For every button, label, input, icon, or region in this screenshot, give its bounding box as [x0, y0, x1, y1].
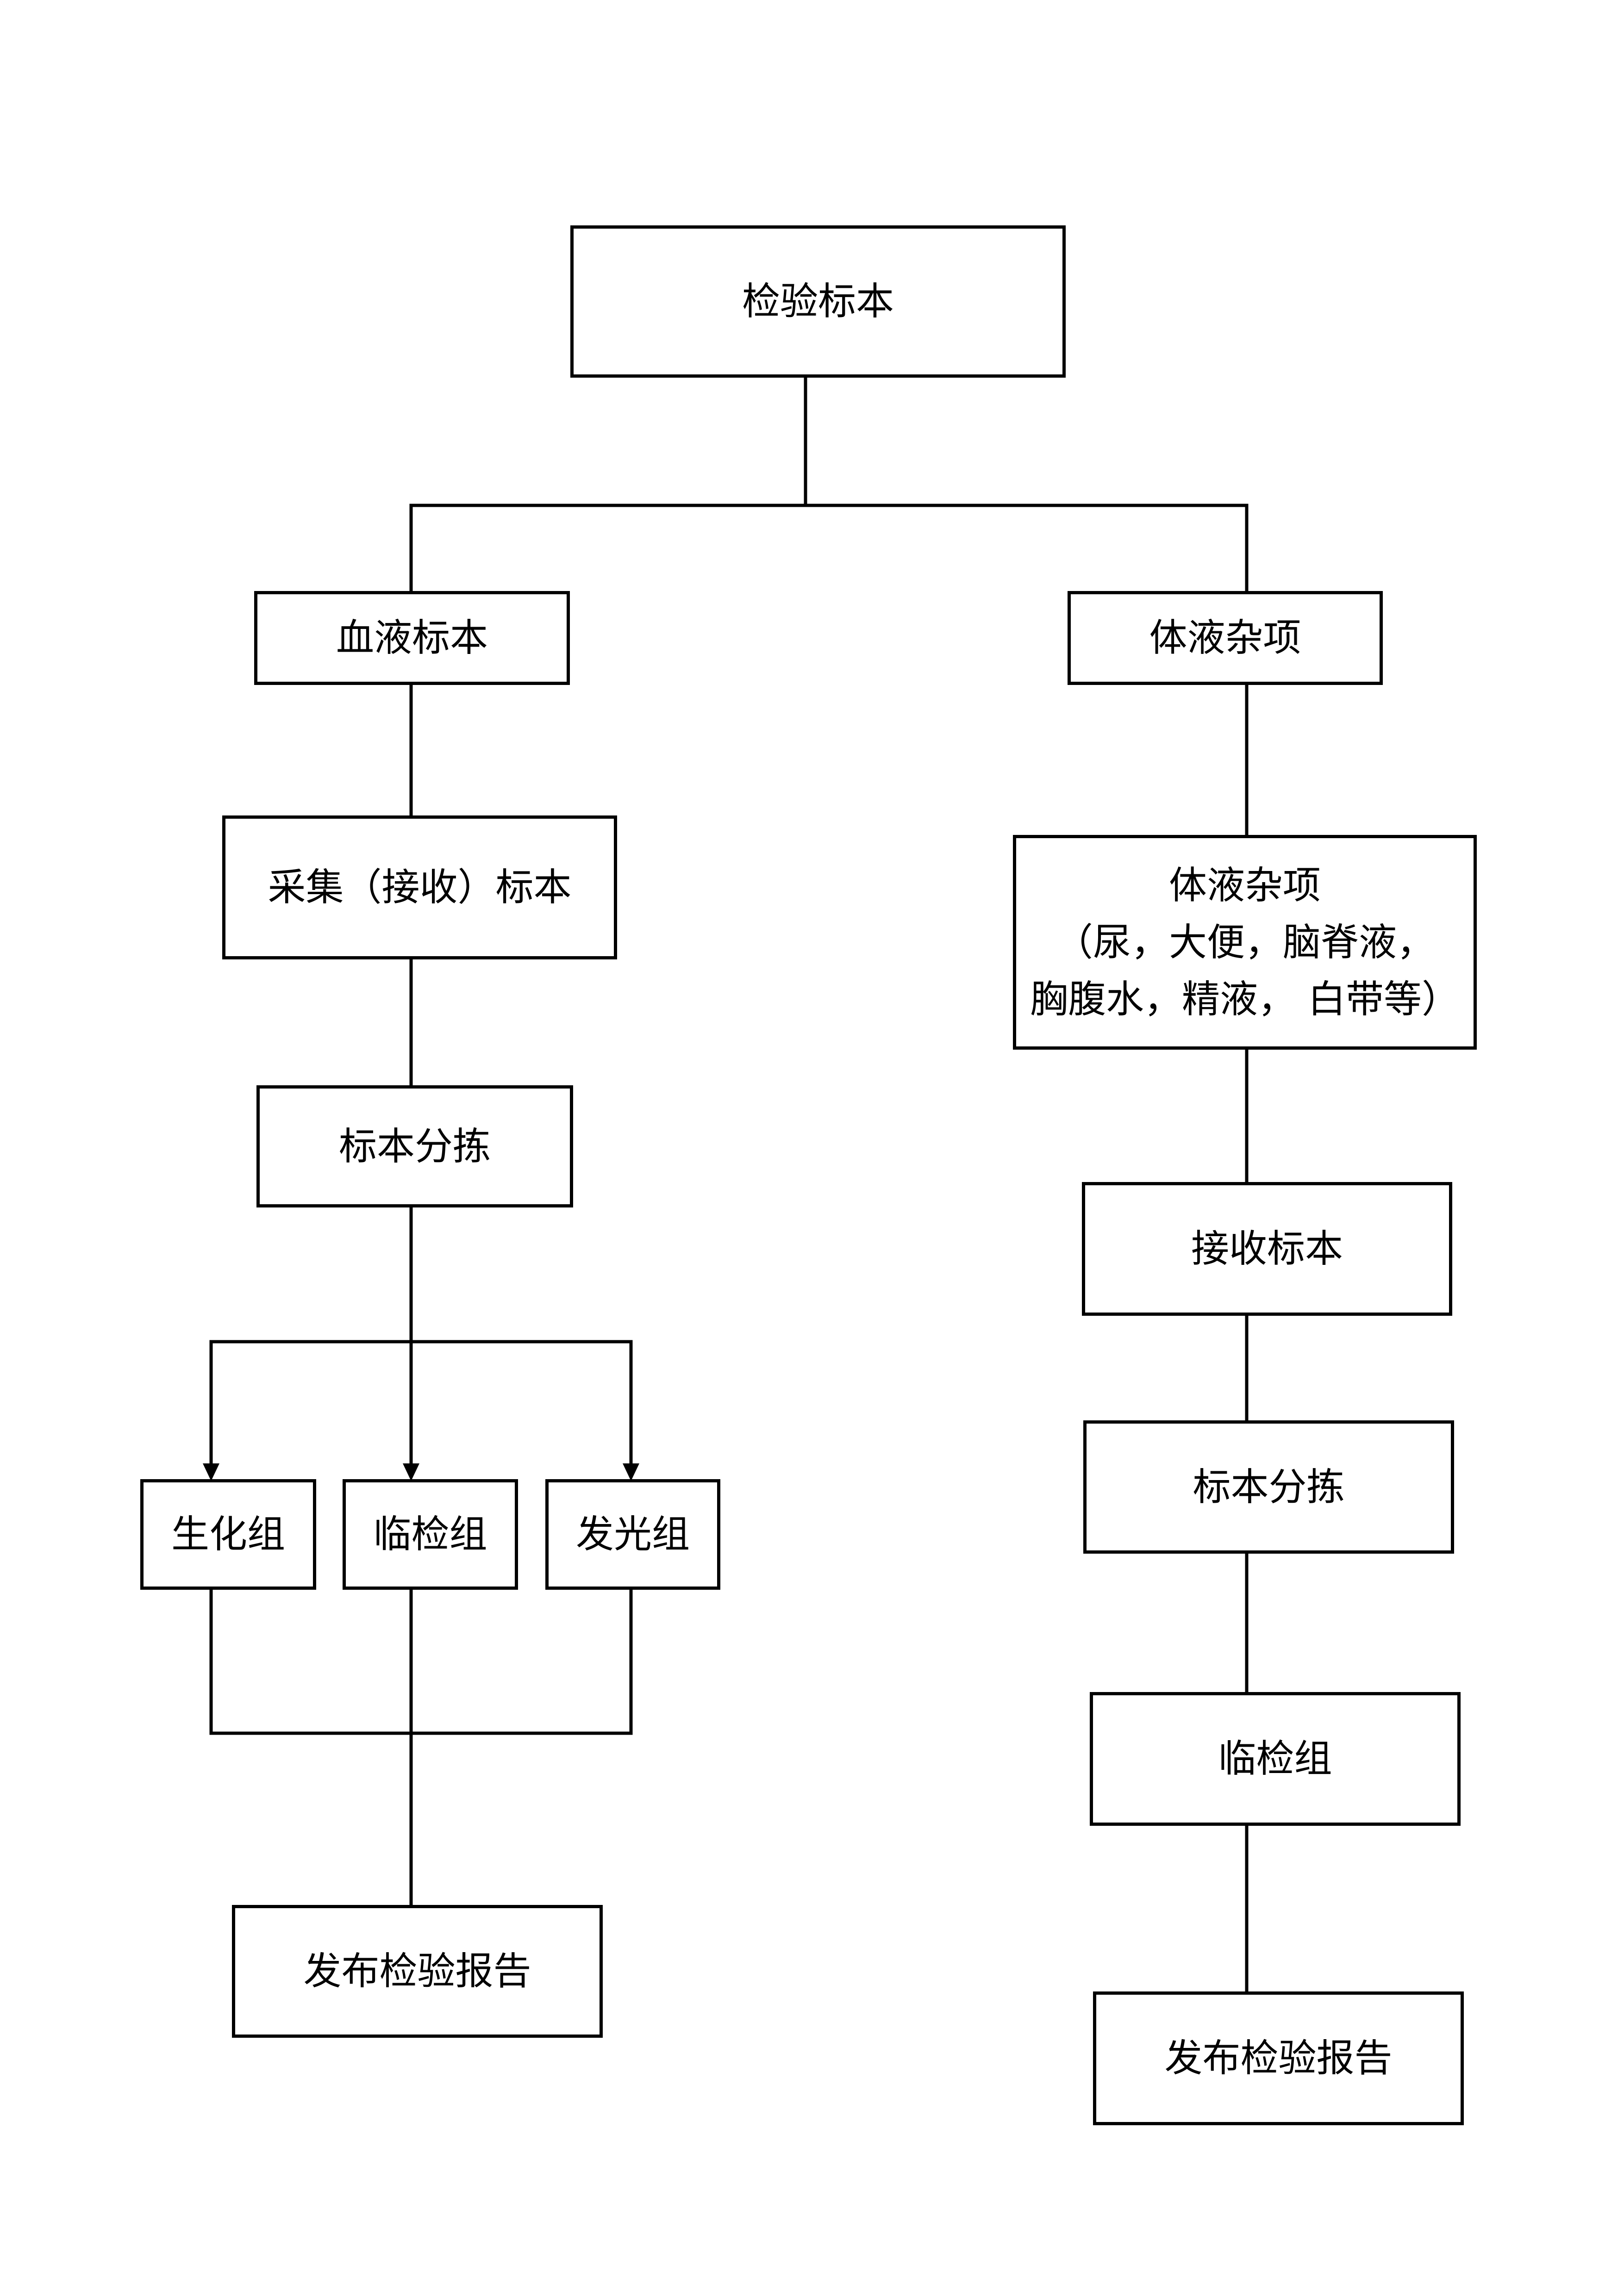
blood-sample-node: 血液标本: [254, 591, 570, 685]
arrowhead-group-3: [623, 1463, 639, 1481]
body-fluid-label: 体液杂项: [1149, 616, 1301, 660]
biochem-group-label: 生化组: [171, 1512, 285, 1556]
body-fluid-detail-text: 体液杂项 （尿，大便，脑脊液， 胸腹水，精液， 白带等）: [1030, 857, 1460, 1028]
clinical-group-node: 临检组: [343, 1479, 518, 1590]
body-fluid-detail-line-1: 体液杂项: [1168, 863, 1321, 908]
root-label: 检验标本: [742, 280, 894, 324]
receive-sample-label: 接收标本: [1191, 1227, 1343, 1271]
root-node: 检验标本: [570, 225, 1066, 378]
collect-sample-label: 采集（接收）标本: [268, 865, 572, 909]
fluid-report-label: 发布检验报告: [1164, 2036, 1393, 2080]
fluid-sort-node: 标本分拣: [1083, 1420, 1454, 1554]
blood-sort-node: 标本分拣: [256, 1085, 573, 1207]
fluid-clinical-group-node: 临检组: [1090, 1692, 1461, 1826]
body-fluid-detail-line-2: （尿，大便，脑脊液，: [1055, 920, 1435, 964]
clinical-group-label: 临检组: [373, 1512, 487, 1556]
luminescence-group-label: 发光组: [575, 1512, 690, 1556]
arrowhead-group-2: [403, 1463, 419, 1481]
blood-report-node: 发布检验报告: [232, 1905, 603, 2038]
receive-sample-node: 接收标本: [1082, 1182, 1452, 1316]
blood-sample-label: 血液标本: [336, 616, 488, 660]
arrowhead-group-1: [203, 1463, 219, 1481]
fluid-report-node: 发布检验报告: [1093, 1991, 1464, 2125]
body-fluid-detail-line-3: 胸腹水，精液， 白带等）: [1030, 977, 1460, 1021]
fluid-clinical-group-label: 临检组: [1218, 1737, 1332, 1781]
luminescence-group-node: 发光组: [545, 1479, 720, 1590]
fluid-sort-label: 标本分拣: [1193, 1465, 1345, 1509]
blood-sort-label: 标本分拣: [338, 1124, 491, 1169]
body-fluid-detail-node: 体液杂项 （尿，大便，脑脊液， 胸腹水，精液， 白带等）: [1013, 835, 1477, 1050]
body-fluid-node: 体液杂项: [1068, 591, 1383, 685]
blood-report-label: 发布检验报告: [303, 1949, 531, 1993]
biochem-group-node: 生化组: [140, 1479, 316, 1590]
collect-sample-node: 采集（接收）标本: [222, 815, 617, 959]
